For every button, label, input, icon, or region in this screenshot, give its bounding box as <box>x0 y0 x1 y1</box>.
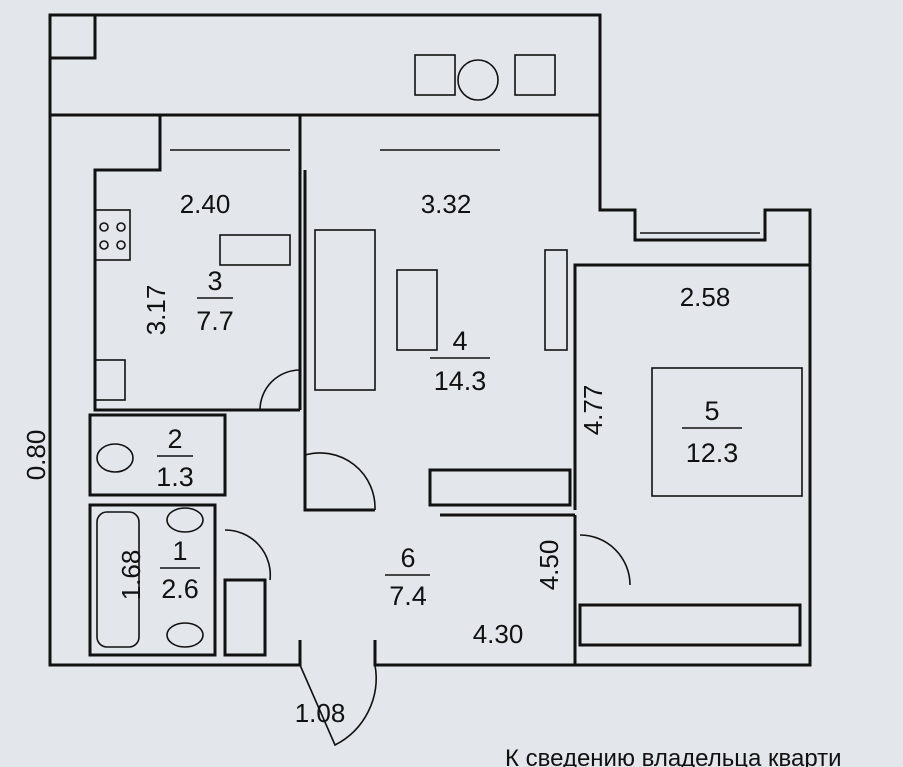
footer-note: К сведению владельца кварти <box>505 745 842 767</box>
room-label-4: 414.3 <box>430 326 490 396</box>
svg-text:14.3: 14.3 <box>434 366 487 396</box>
bathtub-icon <box>96 511 140 648</box>
svg-text:7.7: 7.7 <box>196 306 234 336</box>
dim-living-width: 3.32 <box>421 189 472 219</box>
svg-text:5: 5 <box>704 396 719 426</box>
furniture <box>94 54 803 747</box>
dim-bedroom-width: 2.58 <box>680 282 731 312</box>
dim-bath-length: 1.68 <box>116 550 146 601</box>
svg-text:1.3: 1.3 <box>156 462 194 492</box>
room-label-1: 12.6 <box>160 536 200 604</box>
svg-text:4: 4 <box>452 326 467 356</box>
entrance-door <box>299 664 377 747</box>
balcony-chair <box>514 54 556 96</box>
dim-hall-length: 4.30 <box>473 619 524 649</box>
svg-text:3: 3 <box>207 266 222 296</box>
dim-kitchen-width: 2.40 <box>180 189 231 219</box>
living-wardrobe <box>428 468 572 507</box>
dim-wall-offset: 0.80 <box>21 430 51 481</box>
svg-text:2.6: 2.6 <box>161 574 199 604</box>
bed <box>651 367 803 497</box>
coffee-table <box>396 269 438 351</box>
dim-bedroom-depth: 4.77 <box>578 385 608 436</box>
dim-entrance-width: 1.08 <box>295 698 346 728</box>
tv-stand <box>544 249 568 351</box>
door-swing <box>224 529 272 581</box>
stove-icon <box>94 209 131 261</box>
svg-text:12.3: 12.3 <box>686 438 739 468</box>
toilet-icon <box>96 443 134 473</box>
hall-closet <box>223 578 267 657</box>
balcony-table <box>457 59 499 101</box>
svg-text:7.4: 7.4 <box>389 581 427 611</box>
balcony-chair <box>414 54 456 96</box>
bedroom-wardrobe <box>578 603 802 647</box>
svg-text:1: 1 <box>172 536 187 566</box>
dim-kitchen-depth: 3.17 <box>141 285 171 336</box>
dim-hall-depth: 4.50 <box>534 540 564 591</box>
door-swing <box>304 452 376 511</box>
washbasin-icon <box>166 507 204 533</box>
column <box>48 13 97 60</box>
room-label-2: 21.3 <box>156 424 194 492</box>
door-swing <box>579 534 631 586</box>
room-label-3: 37.7 <box>196 266 234 336</box>
svg-text:2: 2 <box>167 424 182 454</box>
door-swing <box>259 369 301 411</box>
room-label-6: 67.4 <box>385 543 430 611</box>
dining-table <box>219 234 291 266</box>
room-label-5: 512.3 <box>682 396 742 468</box>
svg-text:6: 6 <box>400 543 415 573</box>
sink-icon <box>94 359 126 401</box>
toilet-icon <box>166 622 204 648</box>
outer-walls <box>48 13 812 667</box>
sofa <box>314 229 376 391</box>
